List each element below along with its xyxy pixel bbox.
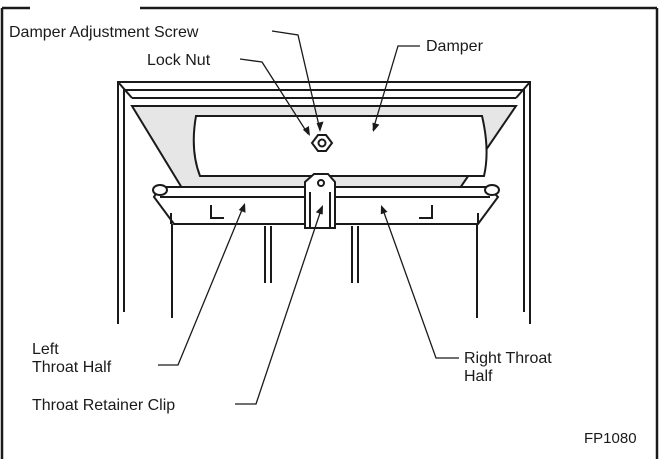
leader-left-throat-half [158, 204, 245, 366]
label-damper-adjustment-screw: Damper Adjustment Screw [9, 24, 199, 41]
label-damper: Damper [426, 38, 484, 55]
leader-damper-adjustment-screw [271, 30, 321, 131]
leader-lock-nut [239, 58, 309, 135]
diagram-frame [0, 6, 659, 459]
label-left-throat-half-line1: Left [32, 341, 59, 358]
throat-supports [171, 224, 478, 318]
throat-retainer-clip [304, 173, 336, 229]
label-lock-nut: Lock Nut [147, 52, 211, 69]
leader-lines [158, 30, 459, 405]
label-right-throat-half-line2: Half [464, 368, 493, 385]
label-throat-retainer-clip: Throat Retainer Clip [32, 397, 175, 414]
damper-adjustment-screw [310, 134, 334, 152]
leader-throat-retainer-clip [235, 206, 323, 405]
label-right-throat-half-line1: Right Throat [464, 350, 552, 367]
leader-damper [372, 45, 420, 131]
label-left-throat-half-line2: Throat Half [32, 359, 112, 376]
leader-arrowheads [238, 121, 388, 215]
figure-number: FP1080 [584, 430, 637, 447]
leader-right-throat-half [381, 206, 459, 359]
